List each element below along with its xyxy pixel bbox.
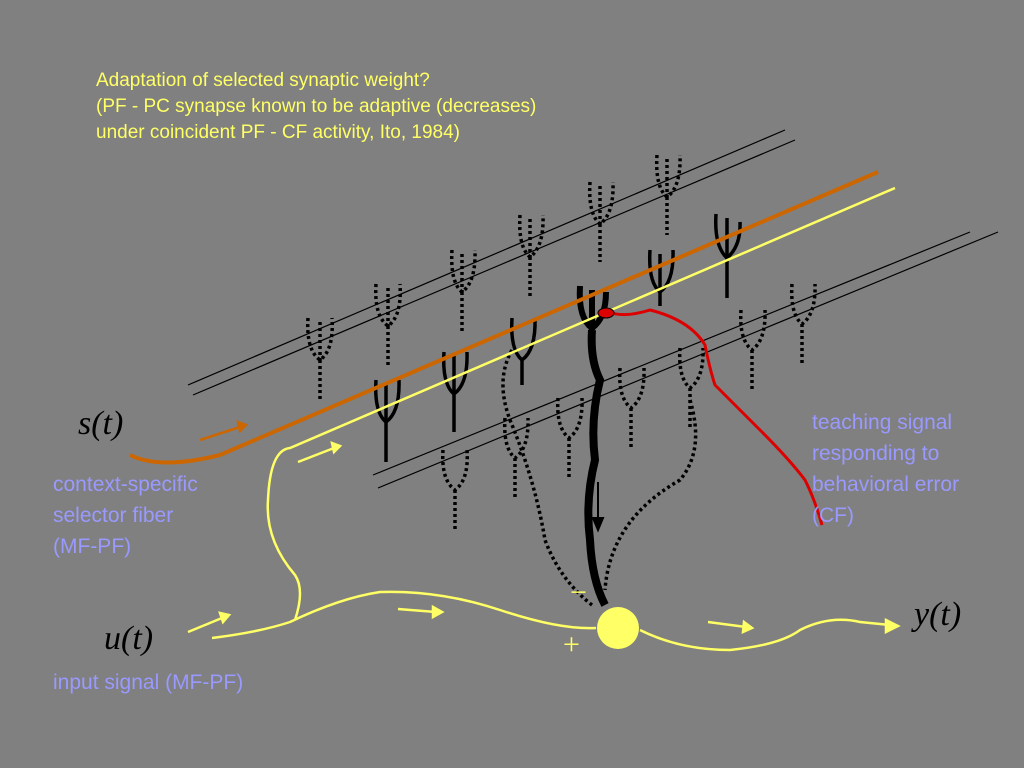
title-line-2: (PF - PC synapse known to be adaptive (d… — [96, 96, 537, 117]
input-arrows — [187, 604, 445, 634]
synapse-marker — [597, 307, 615, 319]
pf-arrow — [297, 441, 343, 464]
selector-line-2: selector fiber — [53, 504, 174, 527]
plus-sign: + — [563, 628, 580, 661]
selector-line-3: (MF-PF) — [53, 535, 132, 558]
dotted-dendrites — [306, 154, 817, 607]
output-signal-path — [639, 618, 891, 652]
teaching-line-1: teaching signal — [812, 411, 953, 434]
title-line-1: Adaptation of selected synaptic weight? — [96, 70, 430, 91]
down-arrow — [591, 482, 605, 533]
s-label: s(t) — [78, 405, 124, 442]
title-line-3: under coincident PF - CF activity, Ito, … — [96, 122, 460, 143]
teaching-line-4: (CF) — [812, 504, 854, 527]
output-arrows — [707, 617, 901, 635]
title-block: Adaptation of selected synaptic weight? … — [96, 68, 536, 146]
teaching-line-3: behavioral error — [812, 473, 960, 496]
minus-sign: − — [570, 576, 587, 609]
selector-label: context-specific selector fiber (MF-PF) — [53, 469, 198, 562]
input-parallel-fiber — [266, 186, 896, 621]
y-label: y(t) — [914, 596, 962, 633]
selector-line-1: context-specific — [53, 473, 198, 496]
teaching-signal-label: teaching signal responding to behavioral… — [812, 407, 959, 531]
input-signal-label: input signal (MF-PF) — [53, 671, 244, 694]
teaching-line-2: responding to — [812, 442, 940, 465]
selector-arrow — [199, 420, 249, 442]
parallel-fibers-front — [372, 231, 999, 489]
climbing-fiber — [607, 308, 824, 526]
selected-purkinje-cell — [576, 285, 609, 607]
output-neuron — [597, 607, 639, 649]
u-label: u(t) — [104, 620, 154, 657]
input-signal-path — [211, 590, 597, 640]
solid-dendrites — [373, 213, 742, 462]
parallel-fibers-back — [187, 129, 796, 396]
selector-fiber — [129, 170, 879, 465]
